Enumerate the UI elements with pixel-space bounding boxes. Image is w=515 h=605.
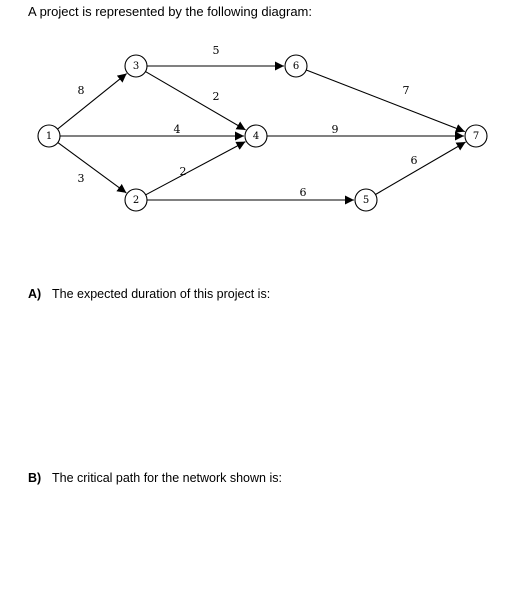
activity-arrow-3-4 [145, 71, 246, 131]
activity-duration-1-3: 8 [78, 84, 85, 97]
activity-arrow-1-2 [57, 142, 127, 194]
node-circle [124, 54, 148, 78]
node-label: 2 [133, 195, 139, 206]
project-network-diagram: 8 4 3 5 2 2 6 7 9 6 1 2 3 4 5 6 7 [37, 44, 488, 212]
node-label: 3 [133, 61, 139, 72]
network-node-3: 3 [124, 54, 148, 78]
activity-duration-1-4: 4 [174, 123, 181, 136]
network-node-1: 1 [37, 124, 61, 148]
activity-duration-6-7: 7 [403, 84, 410, 97]
network-node-6: 6 [284, 54, 308, 78]
question-a-text: The expected duration of this project is… [52, 287, 271, 301]
activity-arrow-1-3 [57, 73, 127, 130]
network-node-5: 5 [354, 188, 378, 212]
question-b-letter: B) [28, 471, 42, 485]
node-circle [284, 54, 308, 78]
question-a-letter: A) [28, 287, 42, 301]
node-circle [464, 124, 488, 148]
node-label: 7 [473, 131, 479, 142]
node-circle [244, 124, 268, 148]
intro-text: A project is represented by the followin… [28, 4, 312, 19]
activity-duration-3-6: 5 [213, 44, 220, 57]
activity-duration-2-5: 6 [300, 186, 307, 199]
question-b: B) The critical path for the network show… [28, 471, 282, 485]
question-a: A) The expected duration of this project … [28, 287, 270, 301]
network-node-4: 4 [244, 124, 268, 148]
node-circle [37, 124, 61, 148]
activity-arrow-6-7 [306, 69, 466, 133]
activity-arrow-5-7 [375, 141, 466, 195]
node-label: 4 [253, 131, 259, 142]
node-label: 6 [293, 61, 299, 72]
node-circle [124, 188, 148, 212]
node-circle [354, 188, 378, 212]
activity-duration-4-7: 9 [332, 123, 339, 136]
activity-arrow-2-4 [145, 141, 246, 196]
activity-duration-3-4: 2 [213, 90, 220, 103]
question-b-text: The critical path for the network shown … [52, 471, 282, 485]
activity-duration-1-2: 3 [78, 172, 85, 185]
activity-duration-2-4: 2 [180, 165, 187, 178]
activity-duration-5-7: 6 [411, 154, 418, 167]
network-node-7: 7 [464, 124, 488, 148]
node-label: 5 [363, 195, 369, 206]
node-label: 1 [46, 131, 52, 142]
network-node-2: 2 [124, 188, 148, 212]
